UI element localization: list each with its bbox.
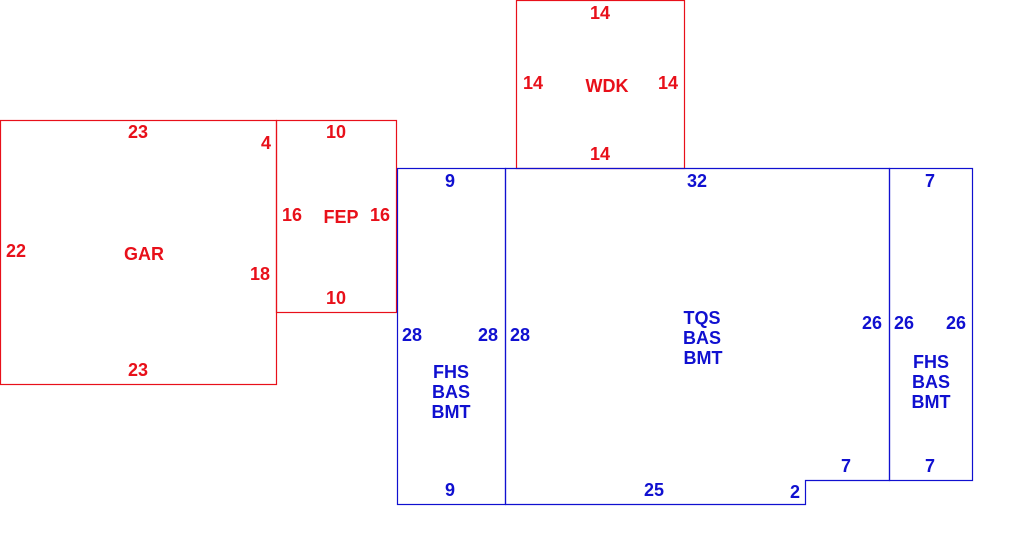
fhs-left-dim-right: 28 (478, 325, 498, 345)
fep-dim-left: 16 (282, 205, 302, 225)
fep-dim-right: 16 (370, 205, 390, 225)
gar-dim-bottom: 23 (128, 360, 148, 380)
wdk-dim-top: 14 (590, 3, 610, 23)
tqs-dim-top: 32 (687, 171, 707, 191)
wdk-dim-right: 14 (658, 73, 678, 93)
fep-label: FEP (323, 207, 358, 227)
fhs-right-dim-bottom: 7 (925, 456, 935, 476)
fhs-left-dim-left: 28 (402, 325, 422, 345)
tqs-label-2: BAS (683, 328, 721, 348)
fhs-right-label-2: BAS (912, 372, 950, 392)
fhs-right-outline (888, 167, 974, 482)
tqs-dim-notch-top: 7 (841, 456, 851, 476)
area-fhs-right: FHS BAS BMT 7 7 26 26 (888, 167, 974, 482)
tqs-dim-bottom: 25 (644, 480, 664, 500)
gar-dim-left: 22 (6, 241, 26, 261)
fhs-left-dim-bottom: 9 (445, 480, 455, 500)
wdk-dim-bottom: 14 (590, 144, 610, 164)
fep-dim-top: 10 (326, 122, 346, 142)
gar-label: GAR (124, 244, 164, 264)
tqs-dim-right: 26 (862, 313, 882, 333)
gar-dim-right-upper: 4 (261, 133, 271, 153)
fhs-right-label-1: FHS (913, 352, 949, 372)
gar-dim-right-lower: 18 (250, 264, 270, 284)
tqs-dim-notch-side: 2 (790, 482, 800, 502)
area-fhs-left: FHS BAS BMT 9 9 28 28 (396, 167, 507, 506)
gar-dim-top: 23 (128, 122, 148, 142)
tqs-label-3: BMT (684, 348, 723, 368)
fep-outline (275, 119, 398, 314)
fhs-left-label-3: BMT (432, 402, 471, 422)
fep-dim-bottom: 10 (326, 288, 346, 308)
tqs-dim-left: 28 (510, 325, 530, 345)
fhs-right-dim-left: 26 (894, 313, 914, 333)
fhs-right-dim-top: 7 (925, 171, 935, 191)
wdk-dim-left: 14 (523, 73, 543, 93)
fhs-right-dim-right: 26 (946, 313, 966, 333)
fhs-left-dim-top: 9 (445, 171, 455, 191)
fhs-right-label-3: BMT (912, 392, 951, 412)
area-gar: GAR 23 23 22 4 18 (0, 119, 278, 386)
fhs-left-label-2: BAS (432, 382, 470, 402)
area-tqs: TQS BAS BMT 32 28 26 25 2 7 (504, 167, 891, 506)
fhs-left-label-1: FHS (433, 362, 469, 382)
wdk-label: WDK (586, 76, 629, 96)
tqs-label-1: TQS (683, 308, 720, 328)
area-wdk: WDK 14 14 14 14 (515, 0, 686, 170)
area-fep: FEP 10 10 16 16 (275, 119, 398, 314)
